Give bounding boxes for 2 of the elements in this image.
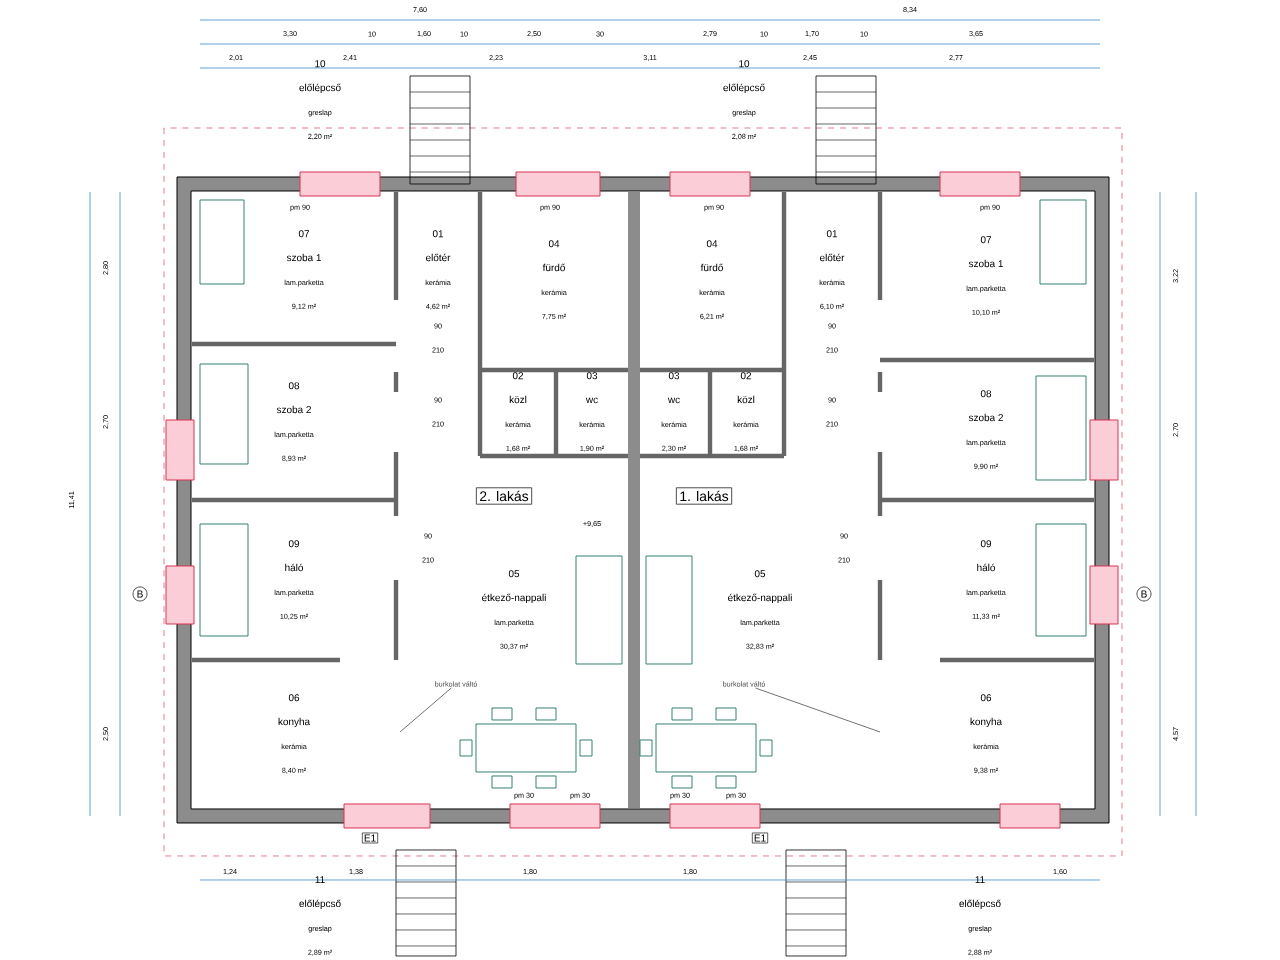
leader-line bbox=[755, 687, 881, 733]
leader-line bbox=[399, 687, 452, 733]
